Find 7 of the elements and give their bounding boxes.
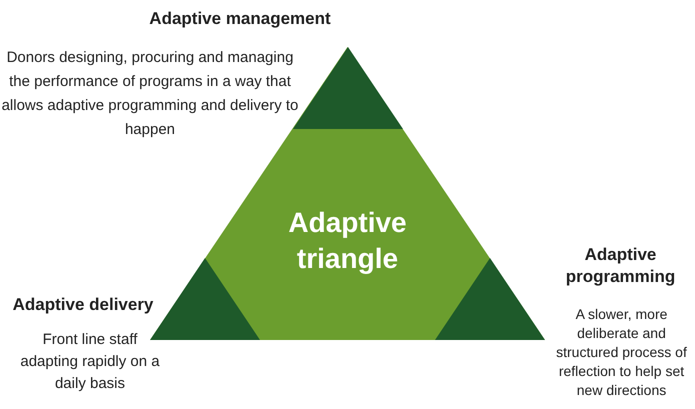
- description: Donors designing, procuring and managing the performance of programs in a way that allows adaptive programming and delivery to happen: [0, 48, 300, 140]
- description: Front line staff adapting rapidly on a daily basis: [19, 330, 161, 394]
- center-label: Adaptive triangle: [287, 206, 408, 276]
- description: A slower, more deliberate and structured process of reflection to help set new directions: [555, 305, 688, 400]
- heading: Adaptive programming: [564, 244, 676, 288]
- heading: Adaptive management: [148, 8, 332, 30]
- heading: Adaptive delivery: [12, 294, 154, 316]
